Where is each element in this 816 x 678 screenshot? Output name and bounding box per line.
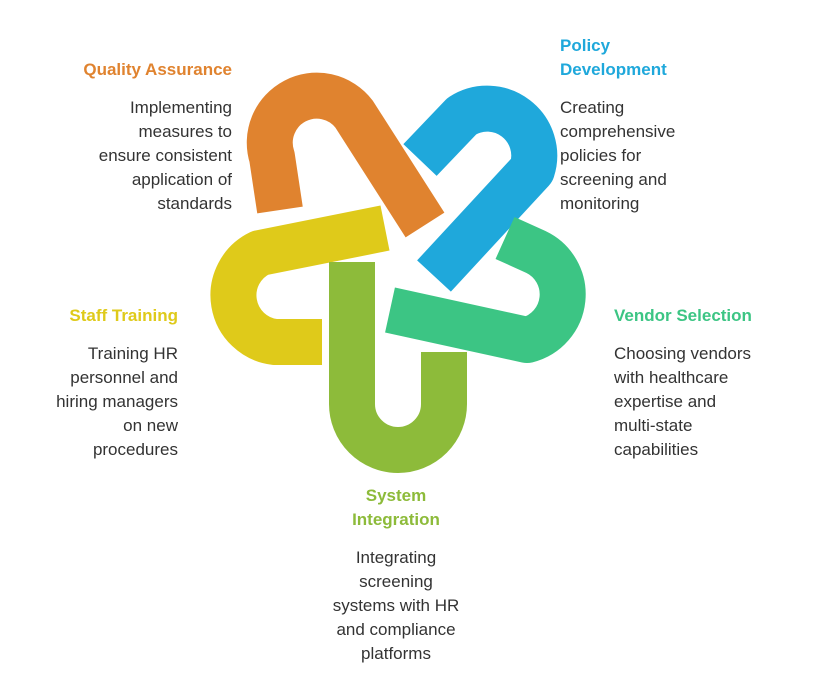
system-integration-title-line: System — [365, 486, 427, 505]
policy-development-title: Policy Development — [560, 34, 780, 82]
desc-line: systems with HR — [332, 596, 460, 615]
desc-line: with healthcare — [614, 368, 729, 387]
desc-line: Creating — [560, 98, 625, 117]
desc-line: expertise and — [614, 392, 717, 411]
desc-line: Training HR — [87, 344, 178, 363]
desc-line: screening — [359, 572, 433, 591]
policy-development-title-line: Development — [560, 60, 667, 79]
quality-assurance-description: Implementing measures to ensure consiste… — [12, 96, 232, 216]
desc-line: and compliance — [336, 620, 456, 639]
vendor-selection-block: Vendor Selection Choosing vendors with h… — [614, 304, 814, 462]
desc-line: comprehensive — [560, 122, 676, 141]
staff-training-description: Training HR personnel and hiring manager… — [0, 342, 178, 462]
desc-line: personnel and — [70, 368, 178, 387]
system-integration-block: System Integration Integrating screening… — [276, 484, 516, 666]
desc-line: platforms — [361, 644, 431, 663]
vendor-selection-loop — [385, 217, 586, 363]
desc-line: Choosing vendors — [614, 344, 752, 363]
desc-line: application of — [131, 170, 232, 189]
vendor-selection-title: Vendor Selection — [614, 304, 814, 328]
desc-line: Integrating — [355, 548, 437, 567]
desc-line: monitoring — [560, 194, 640, 213]
desc-line: capabilities — [614, 440, 699, 459]
system-integration-description: Integrating screening systems with HR an… — [276, 546, 516, 666]
vendor-selection-description: Choosing vendors with healthcare experti… — [614, 342, 814, 462]
system-integration-title-line: Integration — [352, 510, 440, 529]
quality-assurance-title-line: Quality Assurance — [83, 60, 232, 79]
desc-line: on new — [123, 416, 178, 435]
policy-development-title-line: Policy — [560, 36, 611, 55]
vendor-selection-title-line: Vendor Selection — [614, 306, 752, 325]
system-integration-title: System Integration — [276, 484, 516, 532]
staff-training-title: Staff Training — [0, 304, 178, 328]
policy-development-description: Creating comprehensive policies for scre… — [560, 96, 780, 216]
policy-development-loop — [403, 85, 558, 292]
staff-training-block: Staff Training Training HR personnel and… — [0, 304, 178, 462]
quality-assurance-block: Quality Assurance Implementing measures … — [12, 58, 232, 216]
desc-line: ensure consistent — [98, 146, 232, 165]
quality-assurance-title: Quality Assurance — [12, 58, 232, 82]
desc-line: multi-state — [614, 416, 693, 435]
policy-development-block: Policy Development Creating comprehensiv… — [560, 34, 780, 216]
desc-line: policies for — [560, 146, 642, 165]
desc-line: procedures — [92, 440, 178, 459]
desc-line: standards — [157, 194, 232, 213]
desc-line: measures to — [138, 122, 232, 141]
desc-line: screening and — [560, 170, 667, 189]
staff-training-title-line: Staff Training — [69, 306, 178, 325]
desc-line: Implementing — [129, 98, 232, 117]
quality-assurance-loop — [246, 72, 445, 238]
system-integration-loop — [329, 262, 467, 473]
staff-training-loop — [210, 205, 390, 365]
desc-line: hiring managers — [56, 392, 178, 411]
